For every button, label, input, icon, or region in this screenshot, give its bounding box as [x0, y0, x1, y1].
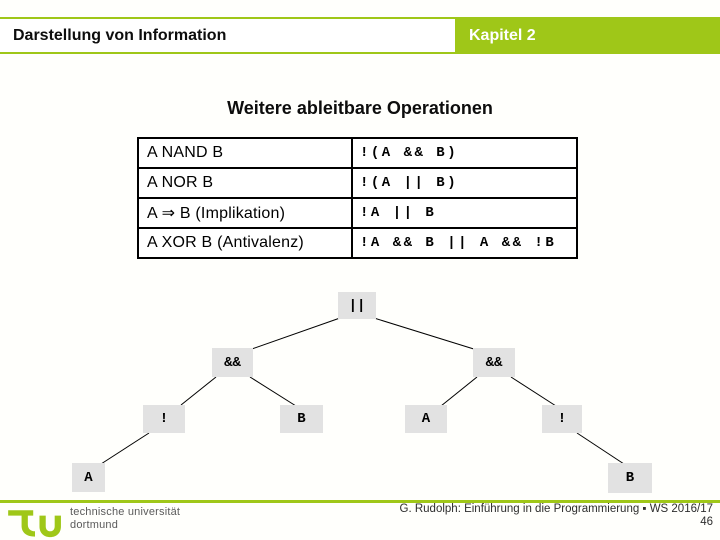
operations-table: A NAND B !(A && B) A NOR B !(A || B) A ⇒… [137, 137, 578, 259]
tree-node-b-middle: B [280, 405, 323, 433]
page-number: 46 [700, 516, 713, 528]
operation-expression-cell: !(A || B) [360, 175, 459, 191]
tree-node-not-right: ! [542, 405, 582, 433]
tu-logo-icon [8, 510, 61, 538]
slide-header: Darstellung von Information Kapitel 2 [0, 17, 720, 54]
tree-node-a-middle: A [405, 405, 447, 433]
chapter-badge: Kapitel 2 [455, 17, 720, 54]
footer-credit-block: G. Rudolph: Einführung in die Programmie… [400, 503, 713, 529]
tree-node-a-leaf: A [72, 463, 105, 492]
slide-header-title: Darstellung von Information [0, 17, 455, 54]
tree-node-or-root: || [338, 292, 376, 319]
university-name-line1: technische universität [70, 506, 181, 518]
page-title: Weitere ableitbare Operationen [227, 98, 493, 118]
tree-node-not-left: ! [143, 405, 185, 433]
university-name: technische universität dortmund [70, 506, 180, 532]
table-row: A XOR B (Antivalenz) !A && B || A && !B [139, 229, 576, 257]
operation-name-cell: A NOR B [139, 169, 353, 197]
university-name-line2: dortmund [70, 519, 119, 531]
table-row: A ⇒ B (Implikation) !A || B [139, 199, 576, 229]
footer-divider [0, 500, 720, 503]
operation-name-cell: A NAND B [139, 139, 353, 167]
tree-node-and-left: && [212, 348, 253, 377]
operation-expression-cell: !(A && B) [360, 145, 459, 161]
operation-name-cell: A XOR B (Antivalenz) [139, 229, 353, 257]
tree-node-and-right: && [473, 348, 515, 377]
tree-node-b-leaf: B [608, 463, 652, 493]
operation-name-cell: A ⇒ B (Implikation) [139, 199, 353, 227]
operation-expression-cell: !A || B [360, 205, 437, 221]
table-row: A NOR B !(A || B) [139, 169, 576, 199]
course-credit: G. Rudolph: Einführung in die Programmie… [399, 503, 713, 515]
operation-expression-cell: !A && B || A && !B [360, 235, 557, 251]
table-row: A NAND B !(A && B) [139, 139, 576, 169]
